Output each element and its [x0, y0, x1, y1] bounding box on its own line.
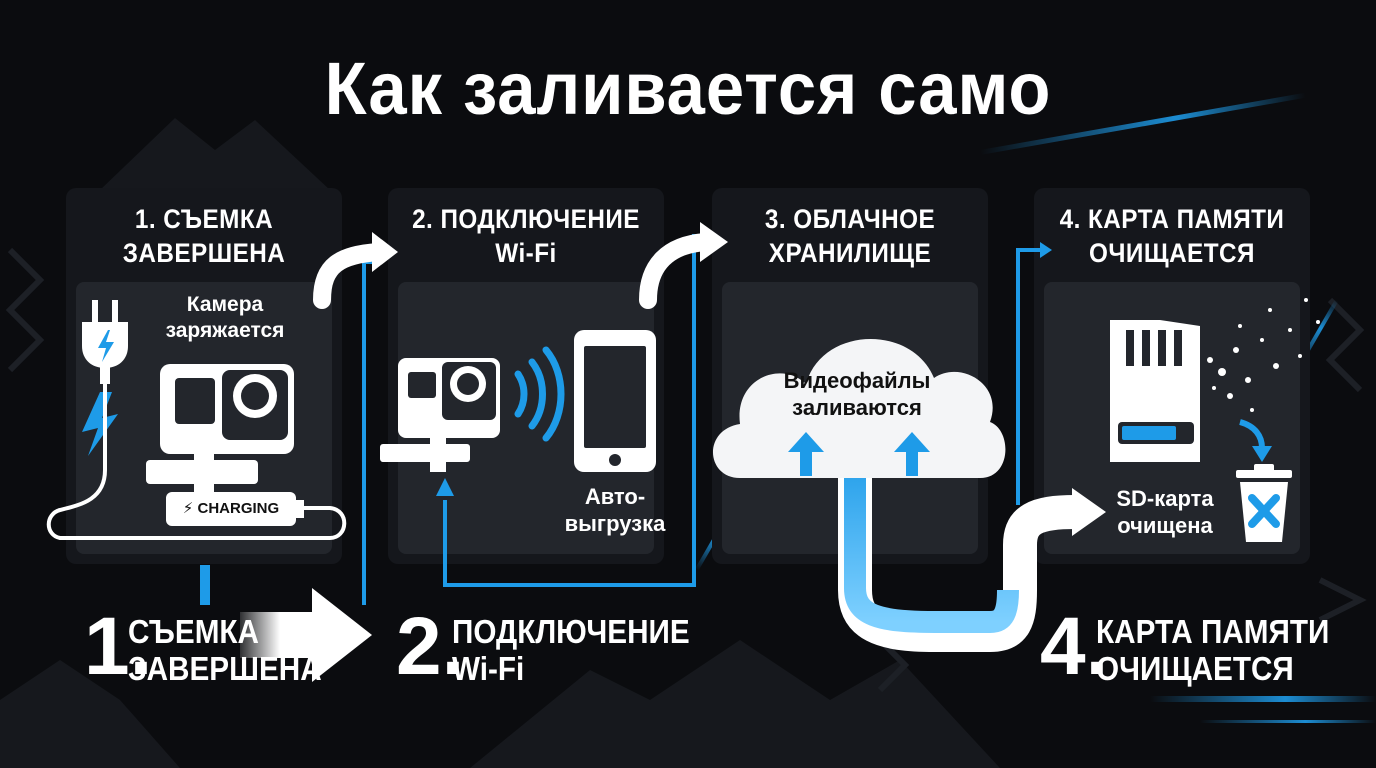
action-camera-icon [380, 358, 500, 472]
curved-arrow-to-trash [1239, 419, 1265, 449]
card-heading-line-2: ЗАВЕРШЕНА [122, 238, 286, 269]
card-heading-line-2: ОЧИЩАЕТСЯ [1089, 238, 1255, 269]
card-heading-line-2: Wi-Fi [495, 238, 557, 269]
lightning-icon: ⚡ [182, 500, 194, 517]
step-number: 1. [84, 601, 153, 692]
step-number: 2. [396, 601, 465, 692]
wifi-signal-icon [514, 346, 565, 442]
label-line-2: заряжается [165, 318, 285, 342]
card-heading-line-2: ХРАНИЛИЩЕ [768, 238, 932, 269]
charging-battery-badge [166, 492, 304, 526]
step-text-line-1: ПОДКЛЮЧЕНИЕ [452, 613, 690, 650]
sd-card-icon [1110, 320, 1200, 462]
card2-label: Авто- выгрузка [552, 484, 678, 538]
curved-arrow-1-2 [313, 232, 398, 309]
card4-label: SD-карта очищена [1100, 486, 1230, 540]
card-heading-line-1: 1. СЪЕМКА [134, 204, 274, 234]
card-heading: 1. СЪЕМКА ЗАВЕРШЕНА [80, 202, 328, 271]
plug-icon [82, 300, 128, 384]
charging-cable [46, 384, 347, 540]
label-line-1: Камера [186, 293, 264, 316]
label-line-2: выгрузка [564, 510, 666, 536]
card-heading-line-1: 2. ПОДКЛЮЧЕНИЕ [412, 204, 640, 234]
step-text-line-2: ЗАВЕРШЕНА [128, 649, 322, 687]
action-camera-icon [146, 364, 294, 502]
connector-card1-card2 [362, 260, 380, 605]
upload-arrow-icon [788, 432, 930, 476]
cloud-icon [712, 338, 1006, 478]
arrowhead-to-sd [1072, 488, 1106, 536]
lightning-icon [82, 392, 118, 456]
card3-label: Видеофайлы заливаются [762, 368, 952, 422]
arrowhead-card4 [1040, 242, 1052, 258]
label-line-1: Видеофайлы [783, 368, 931, 393]
page-title: Как заливается само [324, 47, 1052, 130]
label-line-1: SD-карта [1116, 486, 1214, 511]
step-text: КАРТА ПАМЯТИ ОЧИЩАЕТСЯ [1096, 613, 1330, 688]
disintegration-particles [1207, 298, 1320, 412]
bottom-arrow-1-2 [240, 588, 372, 682]
step-number: 4. [1040, 601, 1109, 692]
label-line-1: Авто- [584, 484, 646, 509]
arrowhead-wifi-loop [436, 478, 454, 496]
step-text-line-1: КАРТА ПАМЯТИ [1096, 613, 1330, 650]
card-heading: 4. КАРТА ПАМЯТИ ОЧИЩАЕТСЯ [1048, 202, 1296, 271]
pattern-marks [5, 247, 1367, 693]
step-text-line-2: ОЧИЩАЕТСЯ [1096, 649, 1294, 687]
card-heading-line-1: 3. ОБЛАЧНОЕ [764, 204, 936, 234]
step-text-line-1: СЪЕМКА [128, 613, 260, 650]
label-line-2: очищена [1117, 512, 1213, 538]
charging-badge-label: ⚡ CHARGING [166, 500, 296, 518]
card1-label: Камера заряжается [150, 292, 300, 343]
mountain-silhouettes [0, 118, 1000, 768]
step-text: ПОДКЛЮЧЕНИЕ Wi-Fi [452, 613, 690, 688]
charging-text: CHARGING [197, 500, 280, 517]
card-heading: 2. ПОДКЛЮЧЕНИЕ Wi-Fi [402, 202, 650, 271]
connector-card3-card4 [1016, 248, 1044, 505]
smartphone-icon [574, 330, 656, 472]
trash-icon [1236, 464, 1292, 542]
card-heading-line-1: 4. КАРТА ПАМЯТИ [1059, 204, 1285, 234]
curved-arrow-2-3 [639, 222, 728, 309]
label-line-2: заливаются [792, 394, 922, 420]
step-text-line-2: Wi-Fi [452, 649, 525, 687]
card-heading: 3. ОБЛАЧНОЕ ХРАНИЛИЩЕ [726, 202, 974, 271]
step-text: СЪЕМКА ЗАВЕРШЕНА [128, 613, 322, 688]
